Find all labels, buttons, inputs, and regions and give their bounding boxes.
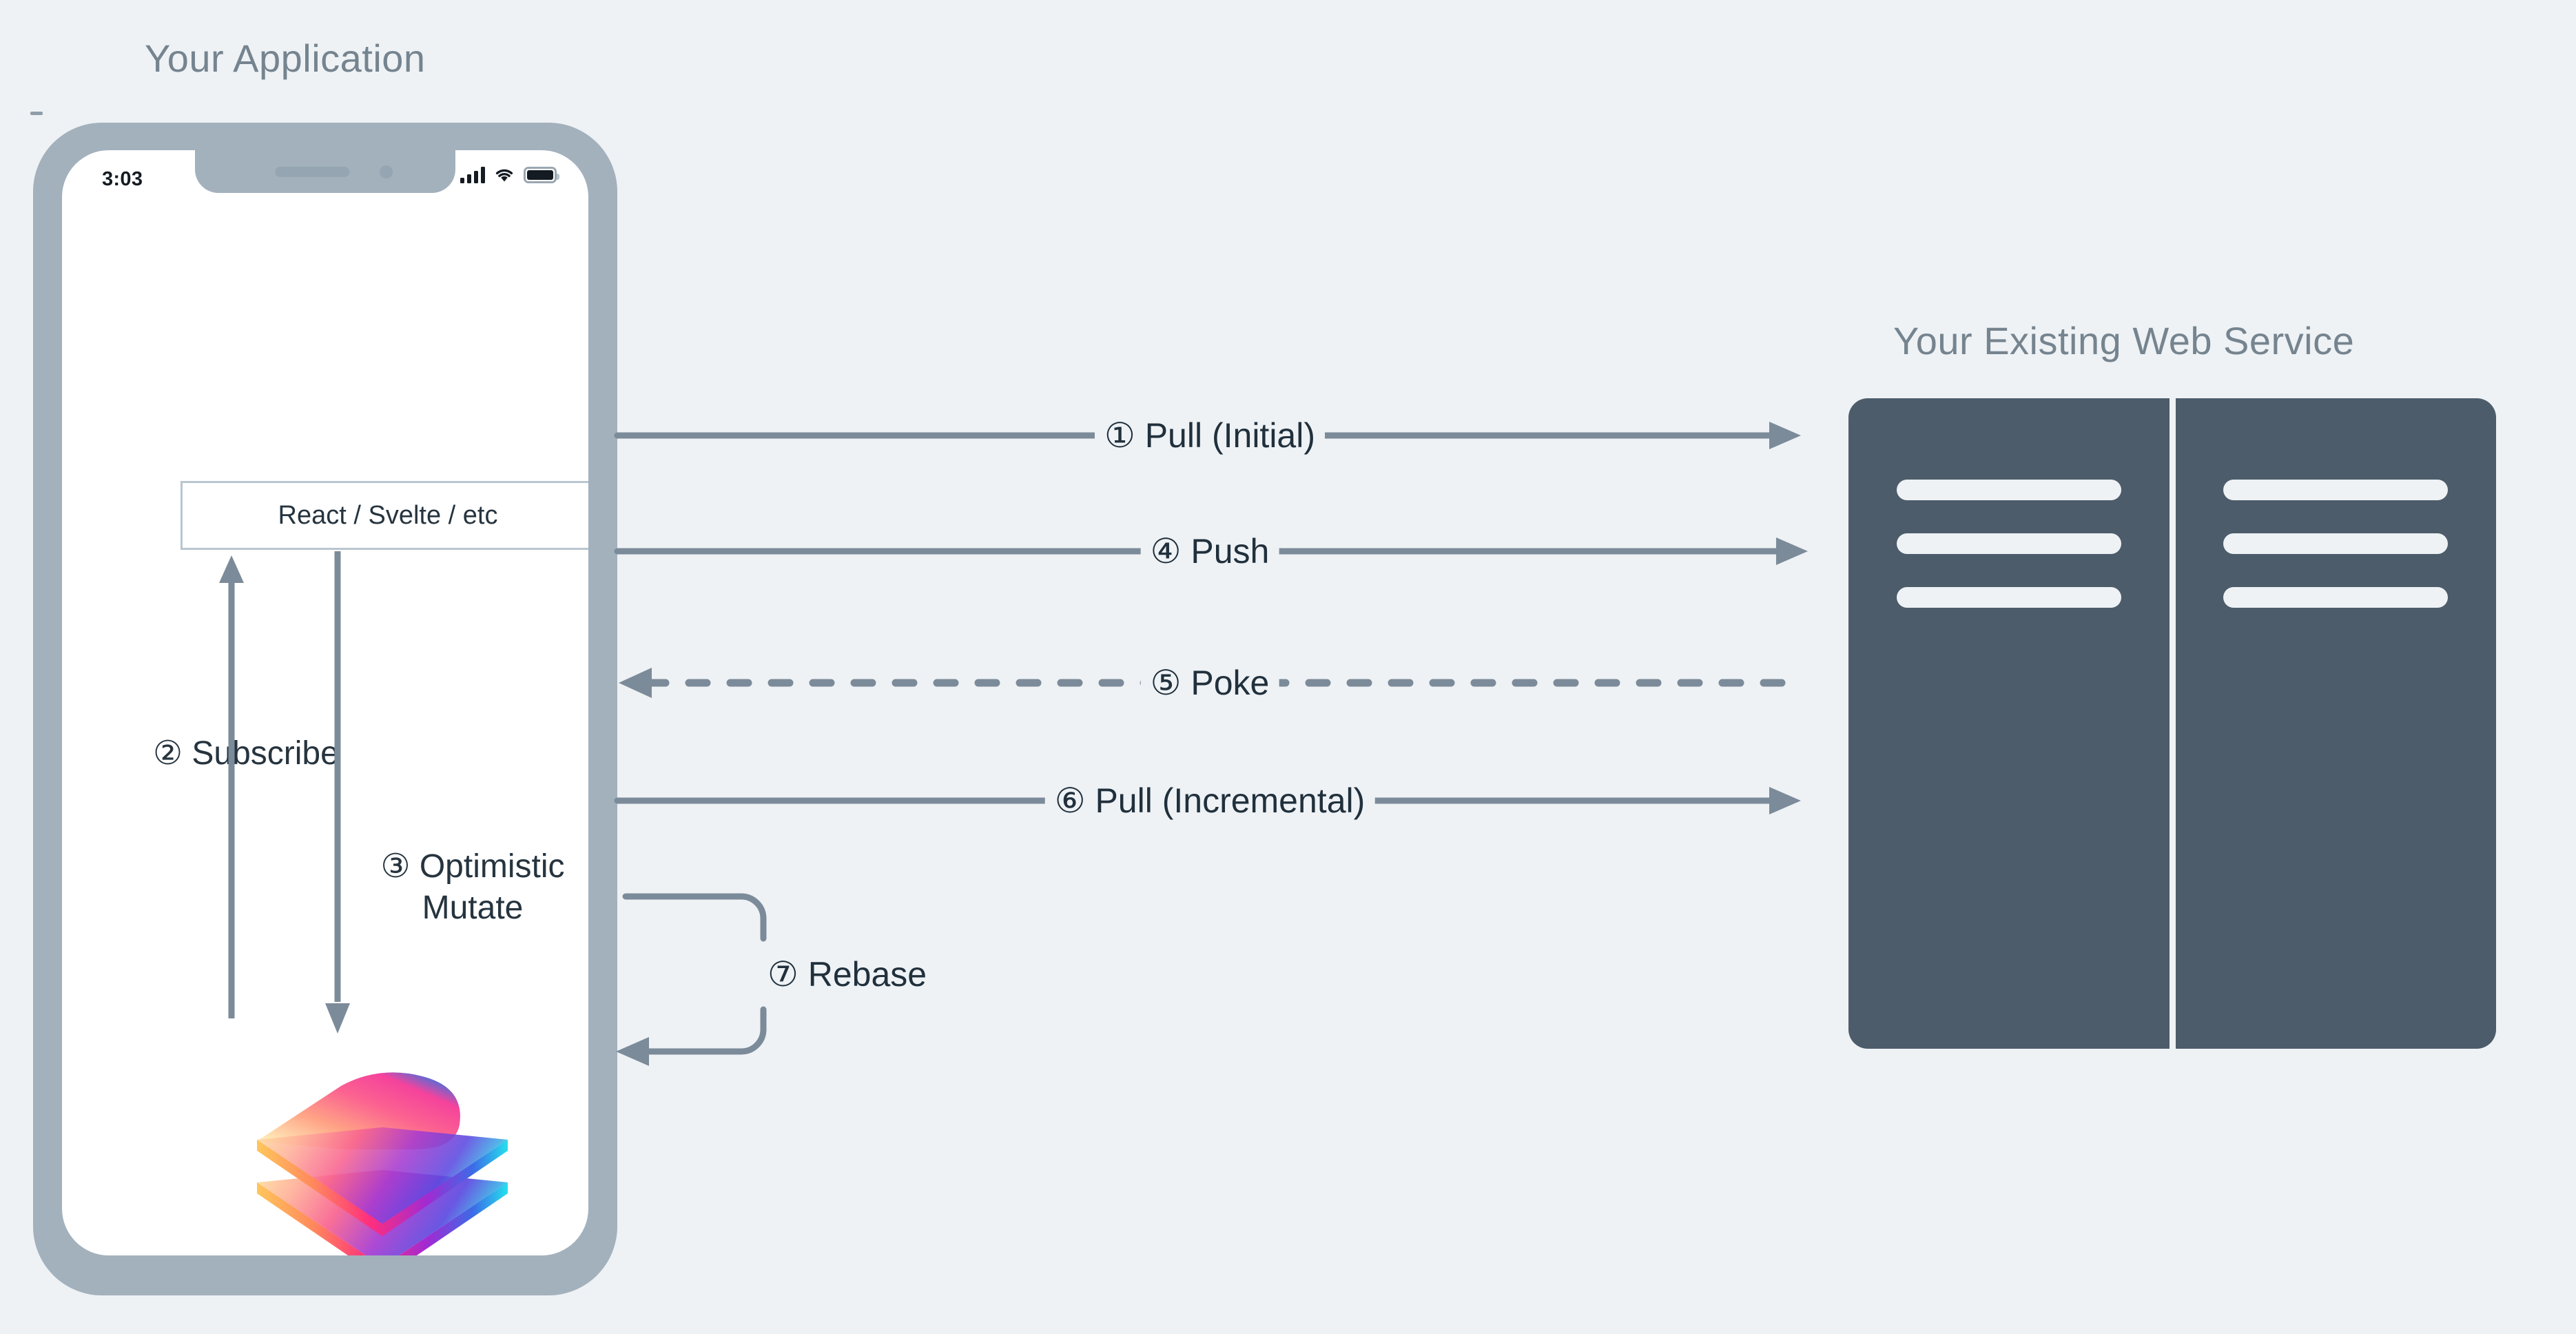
server-rack-left	[1848, 398, 2176, 1049]
phone-internal-arrows	[219, 551, 350, 1034]
server-bar	[2223, 587, 2449, 608]
server-rack-right	[2176, 398, 2497, 1049]
framework-box-label: React / Svelte / etc	[278, 500, 498, 530]
status-bar-icons	[460, 167, 559, 183]
message-label-rebase: ⑦ Rebase	[758, 954, 937, 994]
earpiece-speaker-icon	[275, 167, 350, 177]
framework-box: React / Svelte / etc	[181, 481, 588, 550]
phone-screen: 3:03 React / Svelte / etc ② Subscribe ③ …	[62, 150, 588, 1255]
server-bar	[2223, 480, 2449, 500]
wifi-icon	[495, 169, 513, 182]
server-bar	[2223, 533, 2449, 554]
arrow-rebase	[616, 893, 767, 1066]
optimistic-mutate-label: ③ Optimistic Mutate	[380, 848, 565, 926]
server-bar	[1896, 480, 2121, 500]
front-camera-icon	[380, 165, 393, 178]
status-bar-time: 3:03	[102, 168, 143, 190]
your-application-title: Your Application	[145, 37, 426, 80]
crop-tick-mark	[30, 112, 43, 115]
message-label-pull-incremental: ⑥ Pull (Incremental)	[1044, 781, 1375, 821]
your-existing-web-service-title: Your Existing Web Service	[1893, 319, 2355, 362]
web-service-server	[1848, 398, 2496, 1049]
message-label-push: ④ Push	[1140, 531, 1279, 571]
phone-notch	[195, 150, 455, 193]
replicache-logo	[238, 1060, 527, 1255]
phone-frame: 3:03 React / Svelte / etc ② Subscribe ③ …	[33, 123, 617, 1295]
server-bar	[1896, 587, 2121, 608]
message-label-poke: ⑤ Poke	[1140, 663, 1279, 703]
subscribe-label: ② Subscribe	[153, 735, 339, 772]
battery-icon	[524, 167, 559, 183]
server-bar	[1896, 533, 2121, 554]
message-label-pull-initial: ① Pull (Initial)	[1094, 415, 1326, 455]
signal-bars-icon	[460, 167, 485, 183]
